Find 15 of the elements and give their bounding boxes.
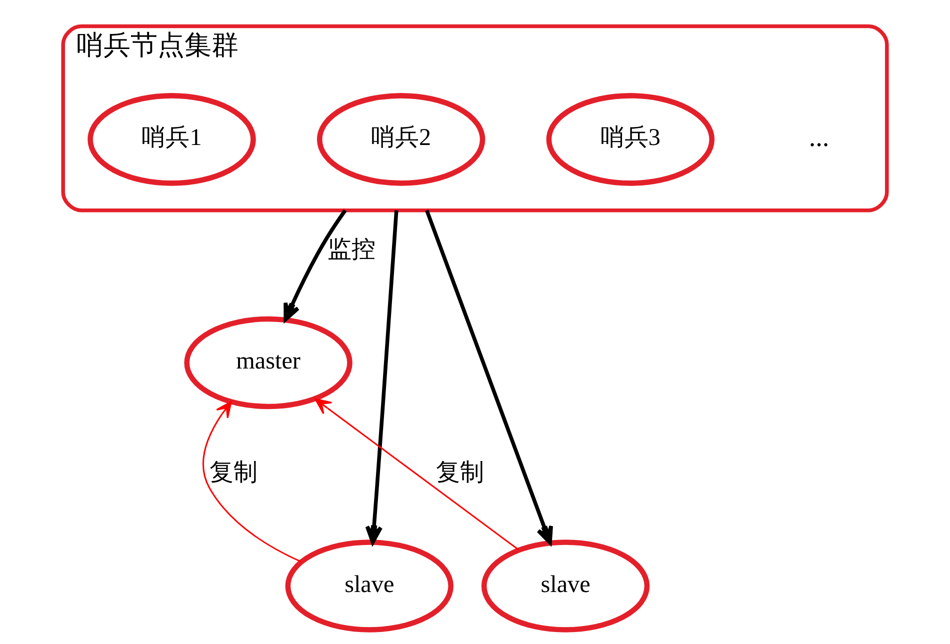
edge-label: 复制 [436, 459, 484, 486]
node-ellipse: slave [285, 540, 454, 632]
node-ellipse: 哨兵3 [546, 93, 715, 186]
edge-label: 复制 [210, 459, 258, 486]
arrow [202, 400, 302, 562]
arrow [314, 398, 520, 550]
arrow [365, 210, 398, 544]
arrow [284, 209, 347, 322]
arrow [425, 210, 553, 544]
label: ... [808, 122, 830, 152]
node-ellipse: slave [481, 540, 650, 632]
node-ellipse: 哨兵2 [316, 93, 486, 186]
node-ellipse: master [184, 316, 352, 410]
node-ellipse: 哨兵1 [88, 93, 256, 186]
edge-label: 监控 [327, 236, 376, 263]
